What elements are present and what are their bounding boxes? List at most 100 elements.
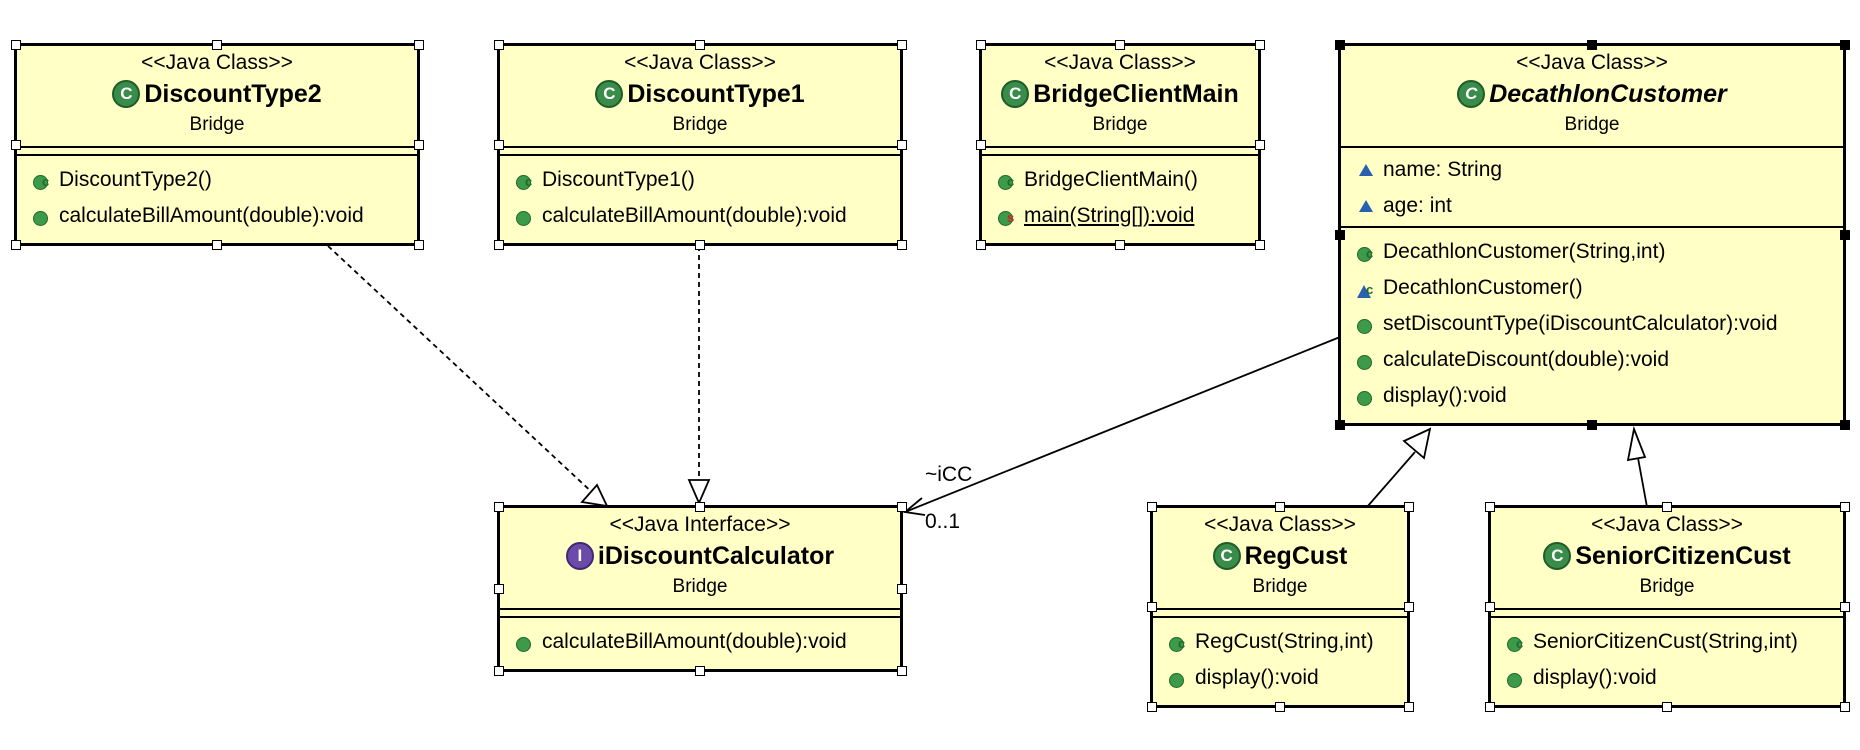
public-method-icon (31, 205, 53, 227)
package-label: Bridge (672, 576, 728, 597)
class-icon: C (1543, 542, 1572, 570)
package-label: Bridge (189, 114, 245, 135)
static-method-icon: s (996, 205, 1018, 227)
interface-name: iDiscountCalculator (597, 542, 835, 570)
stereotype-label: <<Java Class>> (1591, 513, 1743, 536)
method-row[interactable]: display():void (1355, 378, 1843, 414)
package-label: Bridge (672, 114, 728, 135)
constructor-icon: c (31, 169, 53, 191)
fields-compartment: name: String age: int (1341, 148, 1843, 226)
methods-compartment: calculateBillAmount(double):void (500, 618, 900, 666)
package-label: Bridge (1252, 576, 1308, 597)
public-method-icon (1355, 349, 1377, 371)
package-label: Bridge (1639, 576, 1695, 597)
compartment-divider (17, 146, 417, 148)
package-field-icon (1359, 200, 1373, 212)
compartment-divider (1491, 616, 1843, 618)
generalization-seniorcitizencust[interactable] (1626, 425, 1648, 508)
compartment-divider (1153, 608, 1407, 610)
stereotype-label: <<Java Class>> (141, 51, 293, 74)
compartment-divider (500, 146, 900, 148)
class-name: DiscountType1 (627, 80, 805, 108)
package-field-icon (1359, 164, 1373, 176)
compartment-divider (500, 154, 900, 156)
class-icon: C (112, 80, 141, 108)
package-label: Bridge (1092, 114, 1148, 135)
compartment-divider (982, 154, 1258, 156)
compartment-divider (17, 154, 417, 156)
constructor-icon: c (1167, 631, 1189, 653)
generalization-regcust[interactable] (1366, 427, 1432, 508)
stereotype-label: <<Java Interface>> (609, 513, 791, 536)
compartment-divider (500, 608, 900, 610)
public-method-icon (514, 205, 536, 227)
public-method-icon (1167, 667, 1189, 689)
association-icc[interactable] (902, 336, 1341, 516)
class-name: SeniorCitizenCust (1575, 542, 1791, 570)
field-row[interactable]: name: String (1355, 152, 1843, 188)
stereotype-label: <<Java Class>> (1044, 51, 1196, 74)
method-row[interactable]: calculateDiscount(double):void (1355, 342, 1843, 378)
compartment-divider (1341, 146, 1843, 148)
stereotype-label: <<Java Class>> (1204, 513, 1356, 536)
constructor-icon: c (514, 169, 536, 191)
method-row[interactable]: calculateBillAmount(double):void (514, 624, 900, 660)
stereotype-label: <<Java Class>> (624, 51, 776, 74)
stereotype-label: <<Java Class>> (1516, 51, 1668, 74)
class-icon: C (1001, 80, 1030, 108)
class-name: DiscountType2 (144, 80, 322, 108)
realization-discounttype1[interactable] (687, 246, 711, 506)
class-icon: C (1212, 542, 1241, 570)
field-row[interactable]: age: int (1355, 188, 1843, 224)
constructor-icon: c (1355, 241, 1377, 263)
method-row[interactable]: display():void (1167, 660, 1407, 696)
class-name: DecathlonCustomer (1489, 80, 1727, 108)
compartment-divider (982, 146, 1258, 148)
method-row[interactable]: display():void (1505, 660, 1843, 696)
method-row[interactable]: calculateBillAmount(double):void (514, 198, 900, 234)
abstract-class-icon: C (1457, 80, 1486, 108)
realization-discounttype2[interactable] (327, 245, 609, 508)
class-name: RegCust (1244, 542, 1348, 570)
constructor-icon: c (996, 169, 1018, 191)
compartment-divider (1153, 616, 1407, 618)
public-method-icon (514, 631, 536, 653)
compartment-divider (1341, 226, 1843, 228)
compartment-divider (1491, 608, 1843, 610)
method-row[interactable]: calculateBillAmount(double):void (31, 198, 417, 234)
association-role-label: ~iCC (925, 463, 972, 486)
interface-icon: I (565, 542, 594, 570)
package-constructor-icon: c (1355, 277, 1377, 299)
method-row[interactable]: setDiscountType(iDiscountCalculator):voi… (1355, 306, 1843, 342)
class-icon: C (595, 80, 624, 108)
compartment-divider (500, 616, 900, 618)
package-label: Bridge (1564, 114, 1620, 135)
public-method-icon (1505, 667, 1527, 689)
public-method-icon (1355, 385, 1377, 407)
class-name: BridgeClientMain (1033, 80, 1239, 108)
constructor-icon: c (1505, 631, 1527, 653)
